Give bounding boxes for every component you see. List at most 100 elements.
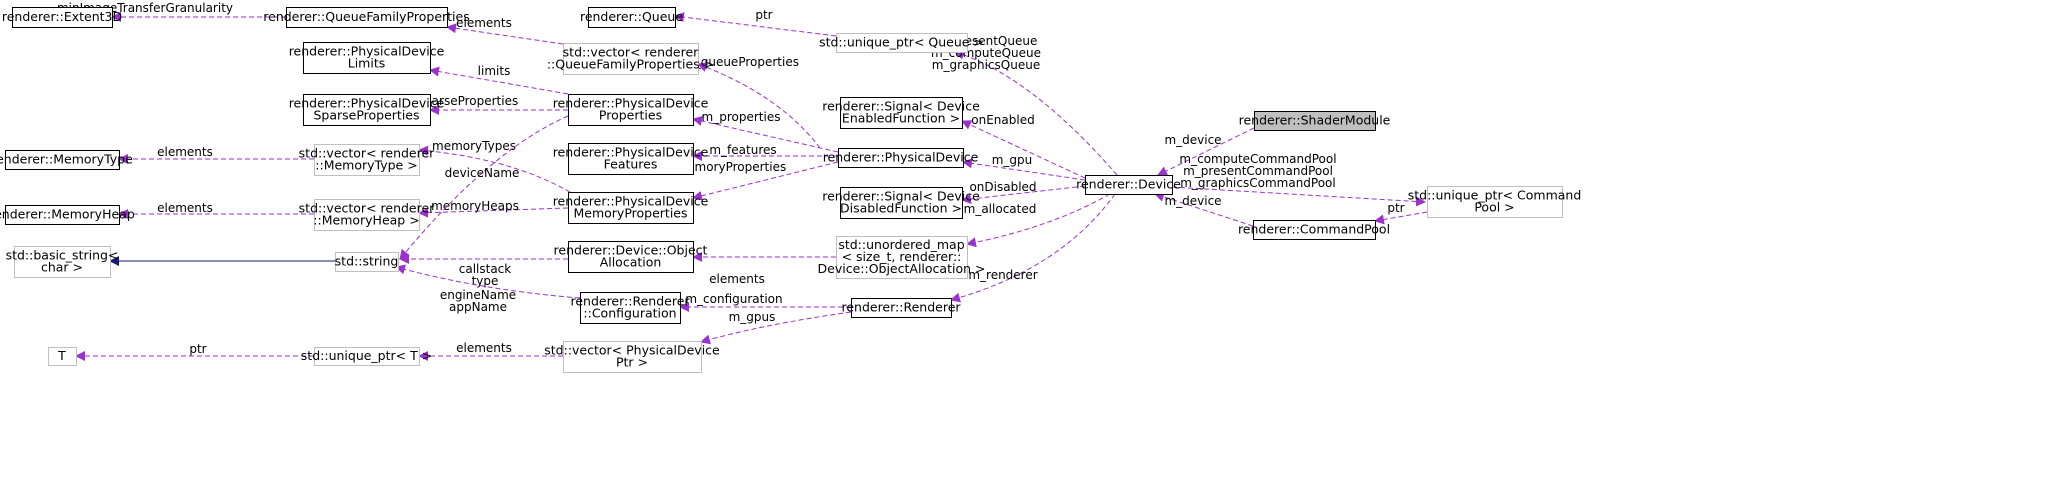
node-label: std::vector< renderer bbox=[299, 146, 436, 161]
edge-uptr-queue: ptr bbox=[674, 8, 837, 37]
node-uptr-cp[interactable]: std::unique_ptr< CommandPool > bbox=[1408, 186, 1582, 218]
edge-label: m_features bbox=[709, 143, 776, 157]
node-label: SparseProperties bbox=[313, 108, 419, 123]
usage-line bbox=[950, 193, 1116, 303]
edge-label: m_presentCommandPool bbox=[1183, 164, 1333, 178]
usage-line bbox=[418, 145, 571, 193]
edges-layer: minImageTransferGranularityelementsptrm_… bbox=[57, 1, 1428, 361]
usage-line bbox=[418, 207, 569, 218]
edge-pdp: limits bbox=[429, 64, 569, 95]
node-label: renderer::PhysicalDevice bbox=[289, 96, 445, 111]
node-rconf[interactable]: renderer::Renderer::Configuration bbox=[570, 292, 690, 324]
edge-device: m_allocated bbox=[964, 193, 1111, 248]
node-uptr-t[interactable]: std::unique_ptr< T > bbox=[301, 347, 432, 366]
usage-line bbox=[697, 62, 821, 149]
node-memtype[interactable]: renderer::MemoryType bbox=[0, 150, 133, 170]
edge-cmdpool: m_device bbox=[1154, 192, 1254, 227]
node-uptr-queue[interactable]: std::unique_ptr< Queue > bbox=[819, 33, 984, 53]
edge-vec-mh: elements bbox=[118, 201, 314, 219]
node-label: Limits bbox=[348, 56, 386, 71]
edge-label: deviceName bbox=[445, 166, 520, 180]
node-sig-dis[interactable]: renderer::Signal< DeviceDisabledFunction… bbox=[822, 187, 980, 219]
node-renderer[interactable]: renderer::Renderer bbox=[841, 298, 961, 318]
edge-label: memoryHeaps bbox=[431, 199, 519, 213]
edge-renderer: m_gpus bbox=[700, 310, 852, 345]
node-box bbox=[568, 94, 694, 126]
edge-vec-pdp: elements bbox=[418, 341, 563, 361]
node-box bbox=[836, 33, 968, 53]
node-queue[interactable]: renderer::Queue bbox=[580, 7, 683, 28]
node-pd[interactable]: renderer::PhysicalDevice bbox=[823, 148, 979, 168]
edge-label: m_renderer bbox=[968, 268, 1037, 282]
node-vec-mh[interactable]: std::vector< renderer::MemoryHeap > bbox=[299, 199, 436, 231]
edge-vec-qfp: elements bbox=[446, 16, 564, 45]
edge-label: onEnabled bbox=[971, 113, 1034, 127]
node-box bbox=[14, 246, 111, 278]
node-box bbox=[48, 347, 77, 366]
node-label: renderer::Extent3D bbox=[2, 9, 122, 24]
node-box bbox=[563, 341, 702, 373]
edge-pdp: deviceName bbox=[399, 115, 569, 260]
node-label: Pool > bbox=[1474, 200, 1514, 215]
node-label: ::Configuration bbox=[583, 306, 676, 321]
edge-pd: m_properties bbox=[692, 110, 839, 153]
node-box bbox=[568, 192, 694, 224]
node-vec-qfp[interactable]: std::vector< renderer::QueueFamilyProper… bbox=[547, 43, 714, 75]
node-qfp[interactable]: renderer::QueueFamilyProperties bbox=[263, 7, 470, 28]
edge-label: m_gpu bbox=[992, 153, 1033, 167]
node-label: renderer::Queue bbox=[580, 9, 683, 24]
node-umap[interactable]: std::unordered_map< size_t, renderer::De… bbox=[818, 236, 986, 279]
node-box bbox=[5, 150, 120, 170]
node-string[interactable]: std::string bbox=[335, 252, 399, 272]
node-label: Allocation bbox=[600, 255, 662, 270]
node-box bbox=[840, 97, 963, 129]
edge-vec-mt: elements bbox=[118, 145, 314, 164]
nodes-layer: renderer::Extent3D renderer::QueueFamilyP… bbox=[0, 7, 1582, 373]
usage-line bbox=[446, 23, 564, 45]
node-extent3d[interactable]: renderer::Extent3D bbox=[2, 7, 122, 28]
edge-label: sparseProperties bbox=[418, 94, 518, 108]
node-label: std::vector< PhysicalDevice bbox=[544, 343, 720, 358]
node-T[interactable]: T bbox=[48, 347, 77, 366]
node-basic-string[interactable]: std::basic_string<char > bbox=[6, 246, 119, 278]
node-label: std::unique_ptr< Queue > bbox=[819, 35, 984, 50]
node-memheap[interactable]: renderer::MemoryHeap bbox=[0, 205, 135, 225]
node-label: renderer::PhysicalDevice bbox=[553, 96, 709, 111]
node-box bbox=[303, 94, 431, 126]
usage-line bbox=[962, 158, 1086, 181]
node-objalloc[interactable]: renderer::Device::ObjectAllocation bbox=[554, 241, 708, 273]
edge-label: callstack bbox=[459, 262, 512, 276]
edge-uptr-t: ptr bbox=[75, 342, 314, 361]
edge-label: m_queueProperties bbox=[683, 55, 799, 69]
node-box bbox=[838, 148, 964, 168]
node-label: std::unordered_map bbox=[838, 237, 964, 252]
edge-label: m_computeCommandPool bbox=[1179, 152, 1336, 166]
node-shader[interactable]: renderer::ShaderModule bbox=[1239, 111, 1391, 131]
node-cmdpool[interactable]: renderer::CommandPool bbox=[1238, 220, 1390, 240]
node-sig-en[interactable]: renderer::Signal< DeviceEnabledFunction … bbox=[822, 97, 980, 129]
edge-label: onDisabled bbox=[969, 180, 1036, 194]
edge-pdp: sparseProperties bbox=[418, 94, 568, 115]
usage-line bbox=[429, 66, 569, 95]
node-label: Features bbox=[604, 157, 658, 172]
node-device[interactable]: renderer::Device bbox=[1076, 175, 1181, 195]
node-box bbox=[568, 241, 694, 273]
edge-pdmp: memoryTypes bbox=[418, 139, 571, 193]
node-box bbox=[836, 236, 968, 279]
node-vec-mt[interactable]: std::vector< renderer::MemoryType > bbox=[299, 144, 436, 176]
node-box bbox=[303, 42, 431, 74]
edge-label: m_configuration bbox=[685, 292, 782, 306]
node-box bbox=[1085, 175, 1173, 195]
edge-label: m_device bbox=[1164, 133, 1221, 147]
node-label: renderer::PhysicalDevice bbox=[289, 44, 445, 59]
node-box bbox=[563, 43, 699, 75]
node-label: < size_t, renderer:: bbox=[842, 249, 962, 264]
edge-label: appName bbox=[449, 300, 507, 314]
node-label: renderer::PhysicalDevice bbox=[823, 150, 979, 165]
